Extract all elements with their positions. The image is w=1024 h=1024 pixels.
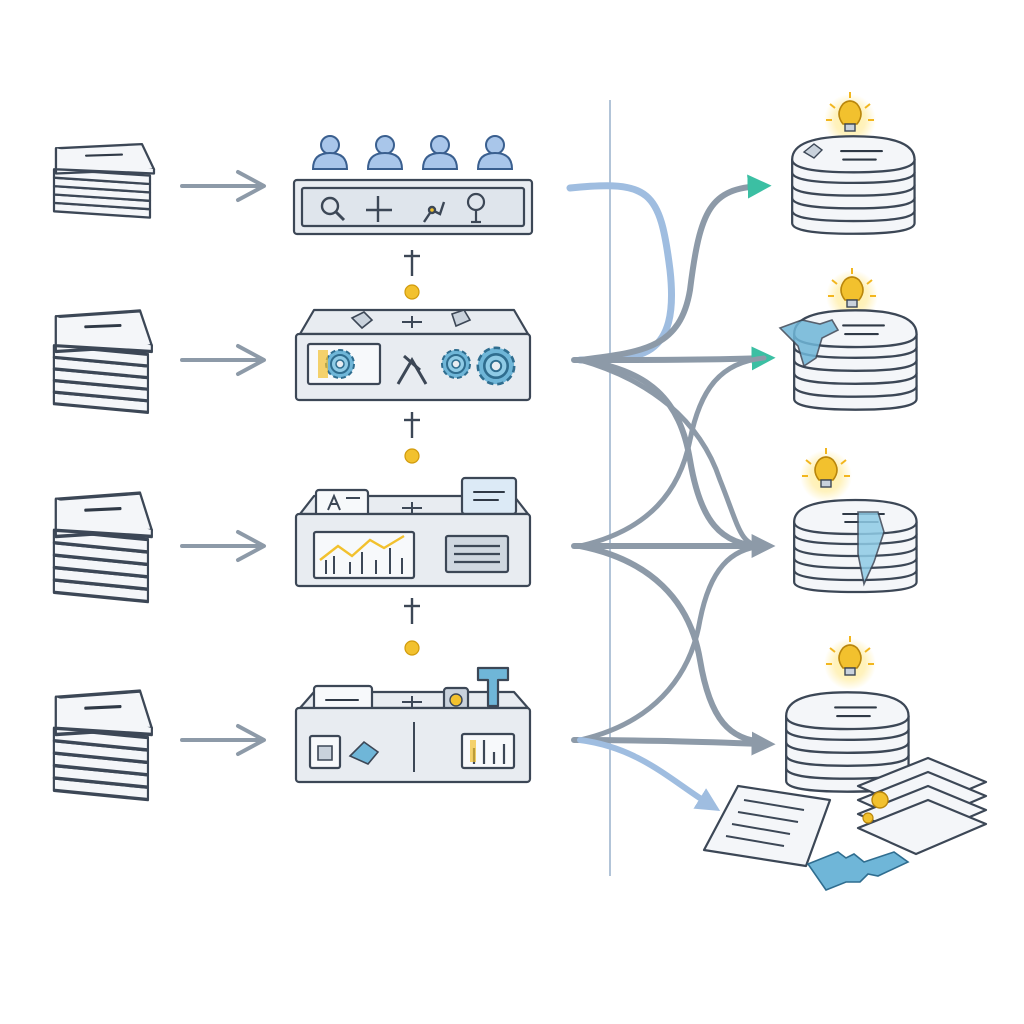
document-pile <box>702 784 832 868</box>
connector-dot <box>404 284 420 300</box>
wrench-icon <box>366 196 392 222</box>
input-arrow-3 <box>180 530 266 562</box>
input-arrows <box>180 170 266 756</box>
input-arrow-1 <box>180 170 266 202</box>
stage-4-output-unit <box>294 666 532 784</box>
lightbulb-icon <box>466 192 486 224</box>
output-stack-2 <box>778 267 918 411</box>
gear-icon <box>476 346 516 386</box>
user-icon <box>422 135 458 170</box>
user-icon <box>477 135 513 170</box>
output-stack-4 <box>702 635 988 891</box>
connector-dot <box>404 448 420 464</box>
connector-dot <box>404 640 420 656</box>
robot-arm-icon <box>396 354 428 385</box>
input-arrow-2 <box>180 344 266 376</box>
lightbulb-icon <box>799 447 853 503</box>
magnifier-icon <box>320 196 346 222</box>
lightbulb-icon <box>823 635 877 691</box>
puzzle-piece-icon <box>806 851 910 891</box>
flow-curves <box>566 174 776 812</box>
stage-1-team <box>292 135 534 236</box>
output-stack-1 <box>790 91 916 235</box>
stage-2-processing-unit <box>294 308 532 402</box>
stage-connectors <box>404 250 420 656</box>
gear-icon <box>441 349 471 379</box>
input-stack-3 <box>52 491 154 604</box>
input-stack-2 <box>52 309 154 414</box>
input-stack-4 <box>52 689 154 802</box>
input-arrow-4 <box>180 724 266 756</box>
stage-3-analytics-unit <box>294 476 532 588</box>
user-icon <box>367 135 403 170</box>
database-stack-icon <box>793 498 918 594</box>
robot-arm-icon <box>476 666 510 708</box>
input-stack-1 <box>52 142 156 219</box>
robot-arm-icon <box>423 201 446 223</box>
user-icon <box>312 135 348 170</box>
output-stack-3 <box>793 447 918 594</box>
gear-icon <box>325 349 355 379</box>
